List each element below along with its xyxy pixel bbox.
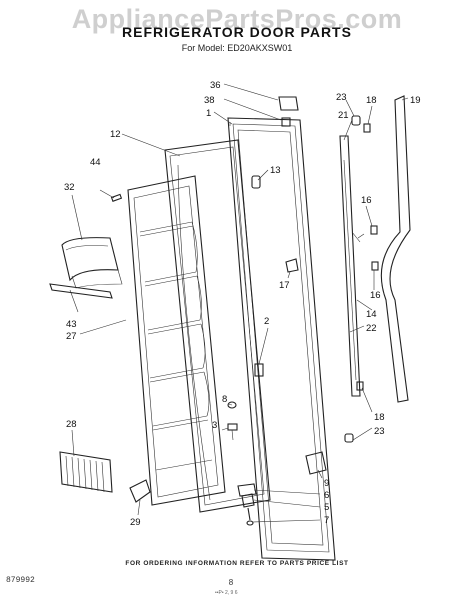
callout-23-top: 23 (336, 92, 347, 103)
callout-3: 3 (212, 420, 217, 431)
callout-5: 5 (324, 502, 329, 513)
door-liner[interactable] (127, 175, 226, 506)
page-title: REFRIGERATOR DOOR PARTS (122, 24, 352, 40)
callout-18-top: 18 (366, 95, 377, 106)
leader-lines (69, 83, 409, 523)
hinge-cover-part-9[interactable] (305, 451, 327, 475)
model-subtitle: For Model: ED20AKXSW01 (181, 43, 293, 53)
ordering-note: FOR ORDERING INFORMATION REFER TO PARTS … (125, 560, 349, 567)
callout-22: 22 (366, 323, 377, 334)
clip-part-29[interactable] (129, 479, 151, 503)
footer-small-print: ••P• 2, 9 6 (215, 590, 238, 596)
callout-21: 21 (338, 110, 349, 121)
bin-trim-part[interactable] (49, 283, 113, 299)
outer-door-panel[interactable] (227, 117, 336, 561)
callout-16-lower: 16 (370, 290, 381, 301)
screw-part-44[interactable] (110, 193, 123, 202)
callout-32: 32 (64, 182, 75, 193)
page-number: 8 (228, 578, 234, 587)
callout-12: 12 (110, 129, 121, 140)
callout-8: 8 (222, 394, 227, 405)
callout-14: 14 (366, 309, 377, 320)
callout-44: 44 (90, 157, 101, 168)
callout-36: 36 (210, 80, 221, 91)
callout-27: 27 (66, 331, 77, 342)
callout-16-upper: 16 (361, 195, 372, 206)
bracket-part-17[interactable] (285, 258, 299, 273)
callout-17: 17 (279, 280, 290, 291)
nameplate-part[interactable] (278, 96, 299, 127)
callout-1: 1 (206, 108, 211, 119)
callout-43: 43 (66, 319, 77, 330)
handle-trim-19[interactable] (380, 95, 411, 403)
callout-19: 19 (410, 95, 421, 106)
callout-6: 6 (324, 490, 329, 501)
callout-28: 28 (66, 419, 77, 430)
callout-23-bottom: 23 (374, 426, 385, 437)
lower-hinge-parts[interactable] (237, 483, 257, 526)
callout-9: 9 (324, 478, 329, 489)
document-code: 879992 (6, 576, 35, 585)
watermark: AppliancePartsPros.com (71, 4, 403, 34)
door-gasket[interactable] (164, 139, 271, 513)
bushing-parts[interactable] (227, 401, 238, 441)
callout-2: 2 (264, 316, 269, 327)
handle-screws[interactable] (344, 115, 379, 443)
callout-labels: 36 38 1 12 13 44 32 23 18 19 21 16 16 17… (64, 80, 421, 528)
grille-part-28[interactable] (59, 451, 113, 493)
callout-38: 38 (204, 95, 215, 106)
cam-part-13[interactable] (251, 175, 261, 189)
door-bin-part[interactable] (61, 237, 123, 289)
handle-rail-14[interactable] (339, 135, 361, 397)
callout-18-bottom: 18 (374, 412, 385, 423)
callout-13: 13 (270, 165, 281, 176)
callout-29: 29 (130, 517, 141, 528)
callout-7: 7 (324, 515, 329, 526)
